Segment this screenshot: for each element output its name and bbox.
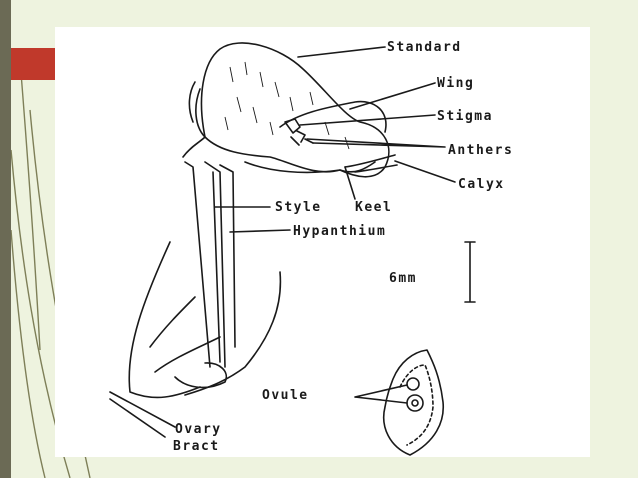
petal-base-fold bbox=[182, 81, 206, 158]
leader-standard bbox=[297, 46, 386, 58]
scale-bar bbox=[464, 241, 476, 303]
leader-wing bbox=[349, 82, 436, 110]
stigma-anthers bbox=[284, 118, 314, 146]
hypanthium-tube bbox=[184, 161, 236, 368]
keel-petal bbox=[244, 161, 376, 174]
ovule-1 bbox=[406, 377, 420, 391]
bract-inner bbox=[149, 296, 221, 373]
leader-calyx bbox=[394, 160, 456, 183]
title-accent-block bbox=[11, 48, 55, 80]
leader-keel bbox=[344, 166, 356, 200]
decor-line-2 bbox=[10, 229, 46, 478]
decor-line-3 bbox=[19, 59, 41, 351]
ovary-pod bbox=[383, 349, 445, 456]
bract-right bbox=[184, 271, 282, 396]
label-wing: Wing bbox=[437, 76, 474, 91]
standard-petal bbox=[200, 42, 390, 178]
ovary-sac bbox=[174, 362, 227, 389]
petal-texture bbox=[224, 61, 350, 150]
label-ovule: Ovule bbox=[262, 388, 309, 403]
label-stigma: Stigma bbox=[437, 109, 493, 124]
leader-hypanthium bbox=[229, 229, 291, 233]
ovule-2-center bbox=[411, 399, 419, 407]
ovule-2 bbox=[406, 394, 424, 412]
label-bract: Bract bbox=[173, 439, 220, 454]
flower-diagram: Standard Wing Stigma Anthers Calyx Style… bbox=[109, 40, 513, 456]
pod-inner-dashed bbox=[399, 364, 434, 446]
label-anthers: Anthers bbox=[448, 143, 513, 158]
label-style: Style bbox=[275, 200, 322, 215]
label-calyx: Calyx bbox=[458, 177, 505, 192]
diagram-card: Standard Wing Stigma Anthers Calyx Style… bbox=[55, 27, 590, 457]
leader-ovule bbox=[354, 384, 408, 404]
leader-ovary bbox=[109, 391, 176, 428]
bract-left bbox=[128, 241, 201, 399]
label-ovary: Ovary bbox=[175, 422, 222, 437]
label-keel: Keel bbox=[355, 200, 392, 215]
label-scale: 6mm bbox=[389, 271, 417, 286]
leader-bract bbox=[109, 398, 166, 438]
wing-petal bbox=[279, 100, 387, 133]
calyx bbox=[344, 154, 398, 173]
leader-anthers bbox=[306, 138, 446, 148]
left-sidebar-bar bbox=[0, 0, 11, 478]
label-standard: Standard bbox=[387, 40, 462, 55]
style-line bbox=[212, 171, 221, 363]
leader-stigma bbox=[299, 114, 436, 126]
label-hypanthium: Hypanthium bbox=[293, 224, 386, 239]
